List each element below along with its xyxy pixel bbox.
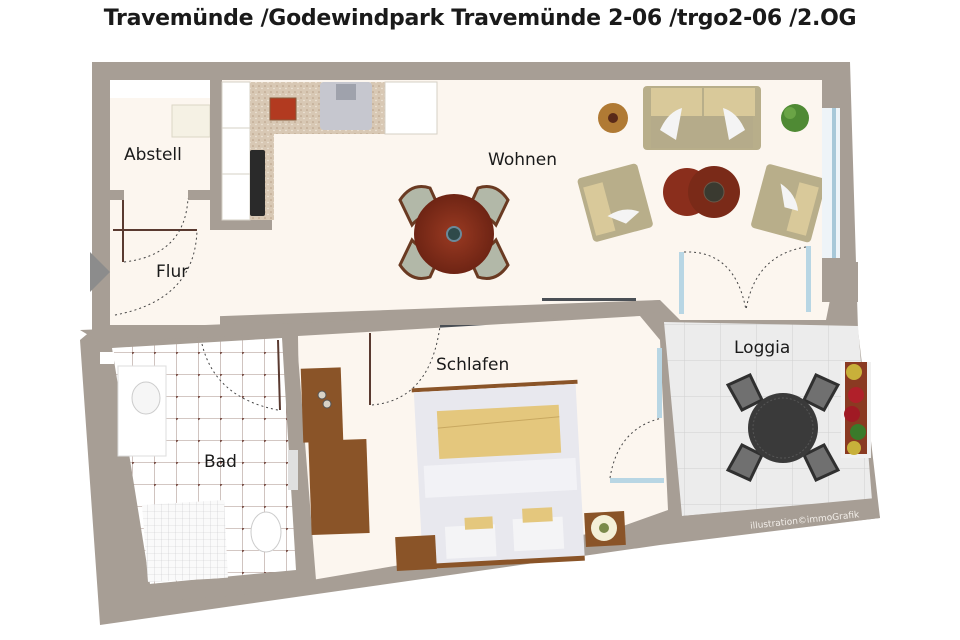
room-label-bad: Bad xyxy=(204,452,237,472)
room-label-loggia: Loggia xyxy=(734,338,791,358)
room-label-wohnen: Wohnen xyxy=(488,150,557,170)
loggia-table-set xyxy=(725,373,841,482)
plant-box xyxy=(844,362,867,455)
sofa xyxy=(643,86,761,150)
plan-title: Travemünde /Godewindpark Travemünde 2-06… xyxy=(103,6,857,31)
entrance-arrow-icon xyxy=(90,252,110,292)
bed xyxy=(411,379,585,570)
room-label-flur: Flur xyxy=(156,262,189,282)
room-label-schlafen: Schlafen xyxy=(436,355,510,375)
dining-set xyxy=(398,185,510,280)
room-label-abstell: Abstell xyxy=(124,145,182,165)
